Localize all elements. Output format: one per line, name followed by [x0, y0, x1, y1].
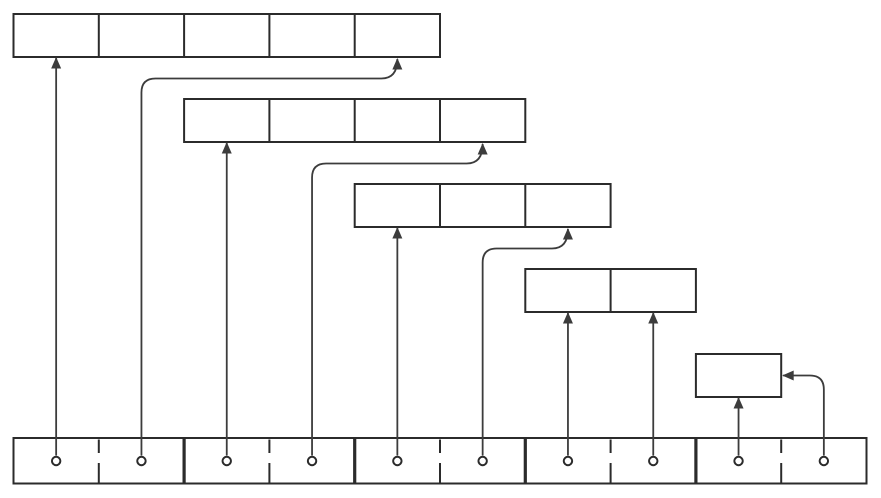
pointer-circle-7	[562, 455, 574, 467]
array-1-outline	[12, 13, 441, 58]
array-5	[694, 353, 783, 398]
pointer-circle-8	[648, 455, 659, 467]
array-2	[183, 98, 527, 143]
pointer-circle-10	[818, 455, 830, 467]
pointer-circle-1	[50, 455, 62, 467]
pointer-circle-6	[477, 455, 488, 467]
pointer-arrow-10	[782, 370, 825, 456]
pointer-circle-5	[392, 455, 403, 467]
pointer-circle-2	[136, 455, 147, 467]
array-3-outline	[353, 183, 612, 228]
array-4	[524, 268, 697, 313]
array-5-outline	[694, 353, 783, 398]
pointer-arrow-6	[481, 228, 573, 456]
pointer-table	[12, 437, 868, 485]
pointer-circle-9	[733, 455, 744, 467]
pointer-arrow-4	[311, 143, 488, 456]
array-1	[12, 13, 441, 58]
pointer-arrow-2	[140, 58, 403, 456]
pointer-circle-3	[221, 455, 232, 467]
pointer-circle-4	[306, 455, 318, 467]
array-3	[353, 183, 612, 228]
